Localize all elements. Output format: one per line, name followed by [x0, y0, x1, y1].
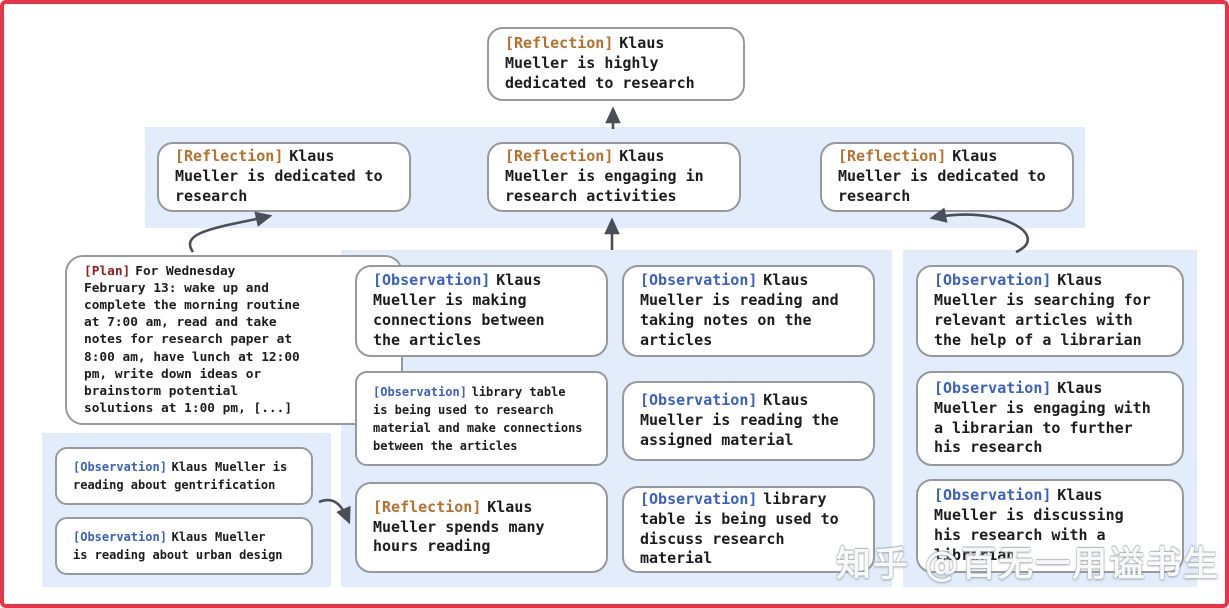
observation-tag: [Observation]: [640, 271, 758, 290]
observation-tag: [Observation]: [934, 271, 1052, 290]
node-text: Klaus Mueller is reading and taking note…: [640, 271, 839, 349]
node-obs-connections: [Observation]Klaus Mueller is making con…: [355, 265, 608, 357]
node-text: Klaus Mueller is engaging with a librari…: [934, 378, 1151, 457]
node-text: Klaus Mueller is making connections betw…: [373, 271, 545, 349]
node-text: Klaus Mueller is searching for relevant …: [934, 271, 1151, 349]
node-top-reflection: [Reflection]Klaus Mueller is highly dedi…: [487, 27, 745, 101]
observation-tag: [Observation]: [73, 530, 167, 544]
node-obs-discussing-librarian: [Observation]Klaus Mueller is discussing…: [916, 479, 1184, 573]
node-obs-searching-articles: [Observation]Klaus Mueller is searching …: [916, 265, 1184, 357]
node-obs-urban-design: [Observation]Klaus Mueller is reading ab…: [55, 517, 313, 575]
node-plan: [Plan]For Wednesday February 13: wake up…: [65, 255, 403, 425]
reflection-tag: [Reflection]: [175, 147, 284, 166]
node-obs-gentrification: [Observation]Klaus Mueller is reading ab…: [55, 447, 313, 505]
node-text: Klaus Mueller is dedicated to research: [838, 147, 1046, 205]
node-text: library table is being used to research …: [373, 384, 583, 453]
zhihu-watermark: 知乎 @百无一用谥书生: [836, 545, 1221, 585]
node-text: Klaus Mueller is discussing his research…: [934, 486, 1124, 564]
node-row2-left-reflection: [Reflection]Klaus Mueller is dedicated t…: [157, 142, 411, 212]
node-text: library table is being used to discuss r…: [640, 489, 839, 568]
node-text: For Wednesday February 13: wake up and c…: [84, 264, 300, 416]
node-text: Klaus Mueller is reading about urban des…: [73, 530, 283, 562]
node-text: Klaus Mueller is highly dedicated to res…: [505, 34, 695, 92]
reflection-tag: [Reflection]: [505, 147, 614, 166]
reflection-tag: [Reflection]: [838, 147, 947, 166]
plan-tag: [Plan]: [84, 264, 131, 280]
observation-tag: [Observation]: [934, 378, 1052, 397]
node-text: Klaus Mueller is reading the assigned ma…: [640, 391, 839, 449]
node-obs-library-discuss: [Observation]library table is being used…: [622, 486, 875, 573]
node-obs-engaging-librarian: [Observation]Klaus Mueller is engaging w…: [916, 371, 1184, 466]
node-obs-assigned-material: [Observation]Klaus Mueller is reading th…: [622, 381, 875, 461]
observation-tag: [Observation]: [640, 391, 758, 410]
node-obs-library-research: [Observation]library table is being used…: [355, 371, 608, 466]
node-text: Klaus Mueller is engaging in research ac…: [505, 147, 704, 205]
node-text: Klaus Mueller is dedicated to research: [175, 147, 383, 205]
node-row2-center-reflection: [Reflection]Klaus Mueller is engaging in…: [487, 142, 741, 212]
node-reflection-hours-reading: [Reflection]Klaus Mueller spends many ho…: [355, 482, 608, 573]
observation-tag: [Observation]: [934, 486, 1052, 505]
node-text: Klaus Mueller is reading about gentrific…: [73, 460, 288, 492]
reflection-tag: [Reflection]: [373, 497, 482, 516]
observation-tag: [Observation]: [373, 384, 467, 399]
node-row2-right-reflection: [Reflection]Klaus Mueller is dedicated t…: [820, 142, 1074, 212]
observation-tag: [Observation]: [640, 489, 758, 508]
node-obs-taking-notes: [Observation]Klaus Mueller is reading an…: [622, 265, 875, 357]
node-text: Klaus Mueller spends many hours reading: [373, 497, 545, 556]
observation-tag: [Observation]: [73, 460, 167, 474]
reflection-tag: [Reflection]: [505, 34, 614, 53]
observation-tag: [Observation]: [373, 271, 491, 290]
